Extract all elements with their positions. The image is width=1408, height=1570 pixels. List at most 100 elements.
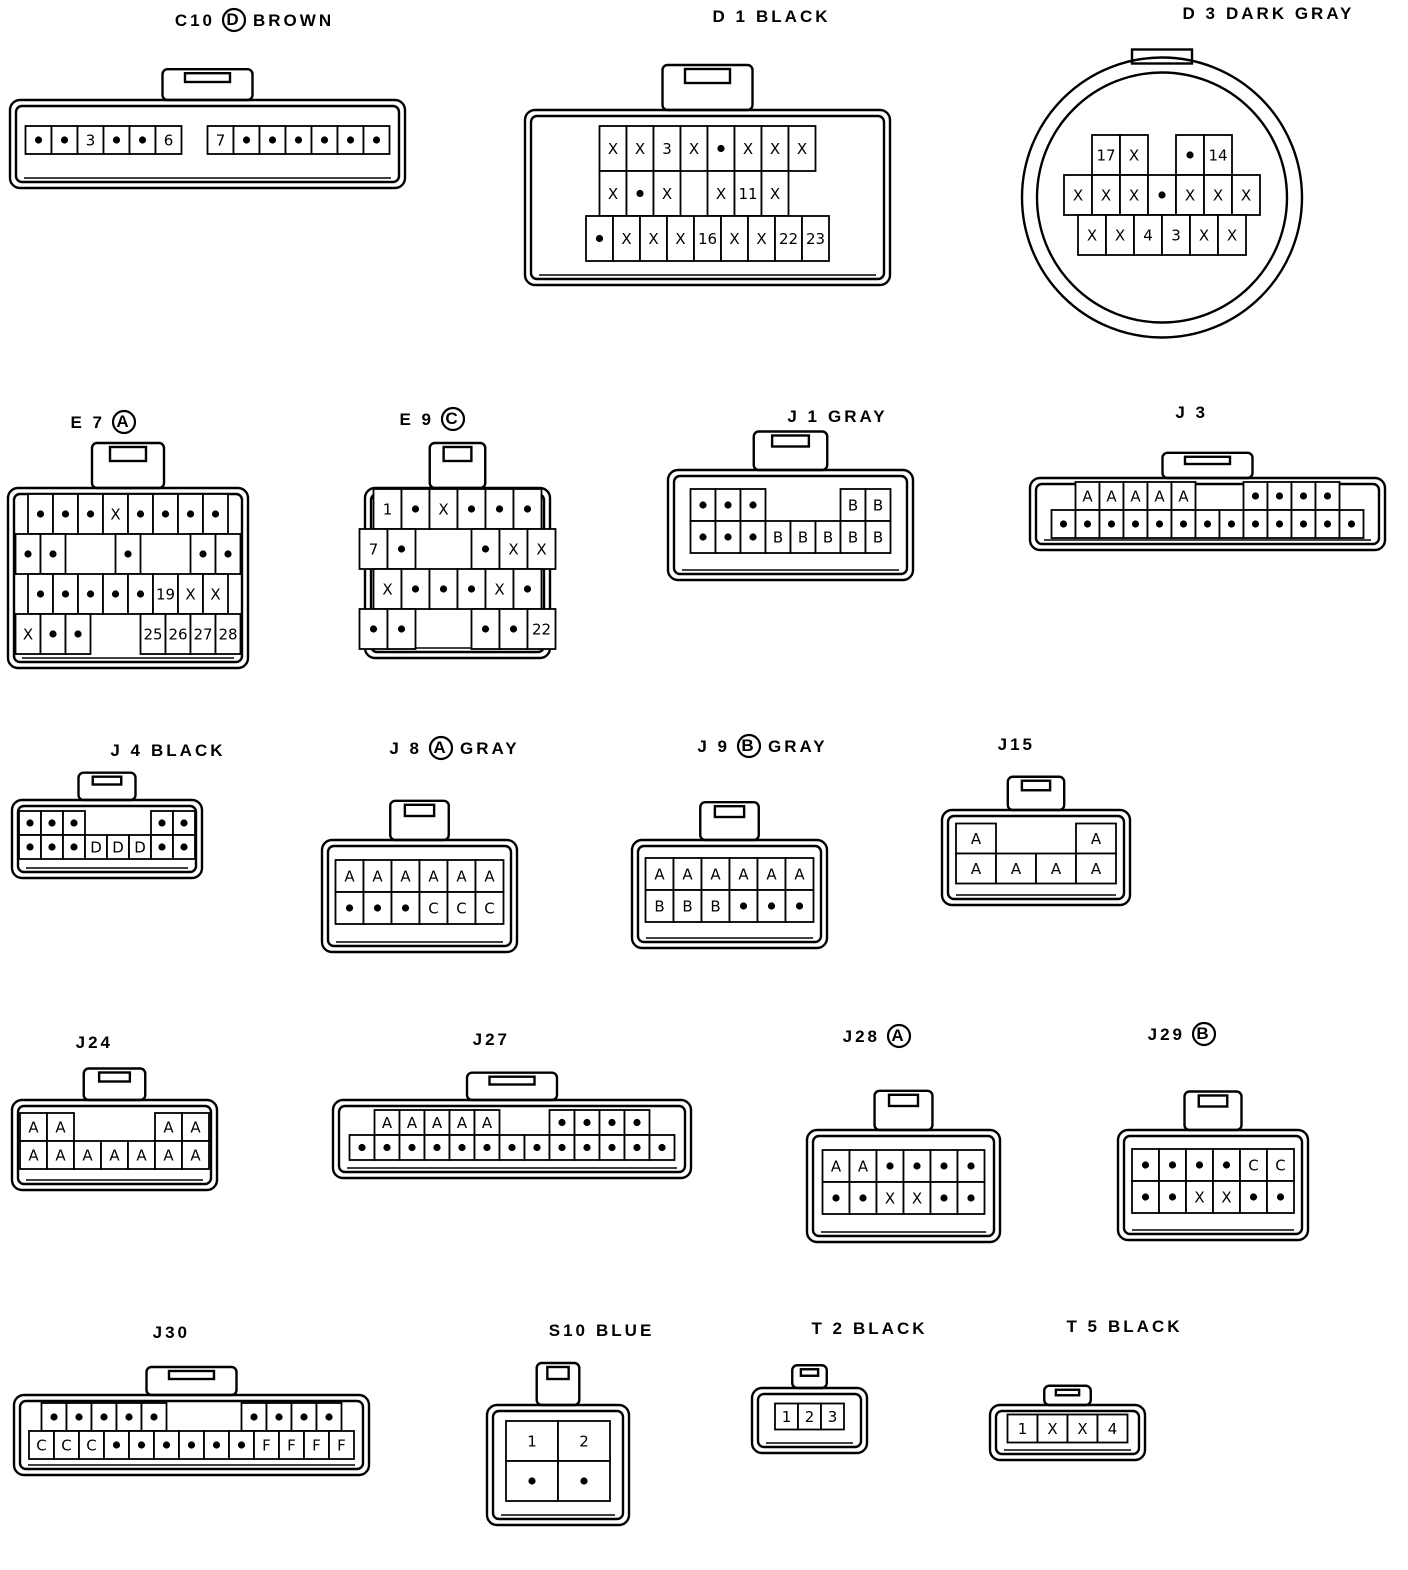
pin-dot	[373, 904, 382, 912]
pin-cell	[418, 859, 449, 893]
pin-dot	[112, 1441, 121, 1449]
connector-housing-inner	[1034, 482, 1381, 546]
pin-cell	[28, 1430, 55, 1460]
connector-id-label: J24	[76, 1033, 113, 1052]
pin-cell	[473, 1109, 501, 1136]
pin-label: 4	[1108, 1420, 1118, 1438]
pin-label: B	[798, 529, 808, 547]
pin-label: X	[536, 541, 546, 559]
pin-label: X	[770, 140, 780, 158]
pin-dot	[508, 1143, 516, 1152]
connector-id-label: J15	[998, 735, 1035, 754]
connector-latch	[465, 1071, 559, 1102]
pin-label: F	[337, 1437, 346, 1455]
pin-label: 22	[532, 621, 551, 639]
pin-cell	[127, 1140, 156, 1170]
connector-id-label: D 1	[713, 7, 748, 26]
pin-dot	[237, 1441, 246, 1449]
pin-label: 11	[738, 185, 757, 203]
connector-latch	[1161, 451, 1254, 480]
pin-label: X	[1077, 1420, 1087, 1438]
pin-dot	[26, 843, 34, 851]
pin-label: A	[1011, 860, 1022, 878]
connector-latch-tab	[97, 1071, 132, 1083]
pin-dot	[100, 1413, 108, 1421]
pin-cell	[839, 488, 867, 522]
pin-label: A	[382, 1114, 393, 1132]
pin-label: X	[675, 230, 685, 248]
pin-cell	[1189, 214, 1219, 256]
pin-dot	[580, 1477, 588, 1485]
connector-latch	[77, 771, 137, 802]
connector-latch-tab	[108, 445, 148, 463]
pin-cell	[1096, 1413, 1129, 1444]
pin-cell	[1338, 509, 1365, 539]
pin-dot	[608, 1118, 616, 1127]
pin-label: A	[766, 866, 777, 884]
pin-label: X	[494, 581, 504, 599]
connector-id-label: T 5	[1066, 1317, 1100, 1336]
pin-dot	[346, 136, 355, 144]
pin-dot	[558, 1118, 566, 1127]
pin-cell	[1075, 822, 1117, 855]
pin-dot	[180, 819, 188, 827]
pin-label: X	[648, 230, 658, 248]
pin-label: X	[635, 140, 645, 158]
pin-dot	[136, 590, 145, 598]
pin-cell	[46, 1112, 75, 1142]
pin-dot	[832, 1194, 840, 1202]
pin-cell	[164, 613, 192, 655]
pin-cell	[1231, 174, 1261, 216]
pin-cell	[181, 1112, 210, 1142]
connector-latch	[699, 801, 760, 842]
pin-dot	[70, 843, 78, 851]
pin-cell	[557, 1420, 611, 1462]
connector-latch-tab	[713, 805, 746, 819]
connector-housing-inner	[1035, 71, 1289, 324]
pin-cell	[848, 1149, 878, 1183]
connector-id-label: J 9	[697, 737, 730, 756]
pin-dot	[533, 1143, 541, 1152]
pin-cell	[1035, 852, 1077, 885]
pin-dot	[1323, 492, 1332, 500]
connector-latch-tab	[183, 71, 232, 84]
pin-label: 25	[143, 626, 162, 644]
pin-label: B	[710, 898, 720, 916]
connector-id-label: J 1	[787, 407, 820, 426]
pin-label: X	[1115, 227, 1125, 245]
connector-color-label: GRAY	[460, 739, 520, 758]
pin-dot	[595, 234, 604, 243]
connector-id-label: J 3	[1175, 403, 1208, 422]
pin-dot	[467, 585, 476, 593]
pin-cell	[253, 1430, 280, 1460]
pin-dot	[36, 510, 45, 518]
pin-dot	[397, 545, 406, 553]
pin-dot	[483, 1143, 491, 1152]
pin-dot	[1083, 520, 1092, 528]
pin-dot	[372, 136, 381, 144]
pin-cell	[398, 1134, 426, 1161]
pin-label: D	[134, 839, 146, 857]
connector-latch-tab	[442, 445, 473, 463]
pin-cell	[474, 859, 505, 893]
pin-label: A	[682, 866, 693, 884]
pin-label: 3	[1171, 227, 1181, 245]
connector-latch	[1006, 775, 1066, 812]
pin-label: A	[1178, 488, 1189, 506]
pin-label: 1	[527, 1433, 537, 1451]
pin-dot	[583, 1118, 591, 1127]
pin-label: X	[885, 1190, 895, 1208]
connector-latch	[535, 1361, 581, 1407]
connector-variant-circle	[736, 733, 762, 759]
pin-dot	[886, 1162, 894, 1170]
pin-dot	[86, 510, 95, 518]
pin-label: 19	[156, 586, 175, 604]
pin-dot	[795, 902, 804, 910]
pin-label: A	[1154, 488, 1165, 506]
pin-cell	[801, 215, 830, 262]
connector-housing-outer	[1020, 56, 1304, 339]
pin-dot	[138, 136, 147, 144]
connector-housing-inner	[636, 844, 823, 944]
